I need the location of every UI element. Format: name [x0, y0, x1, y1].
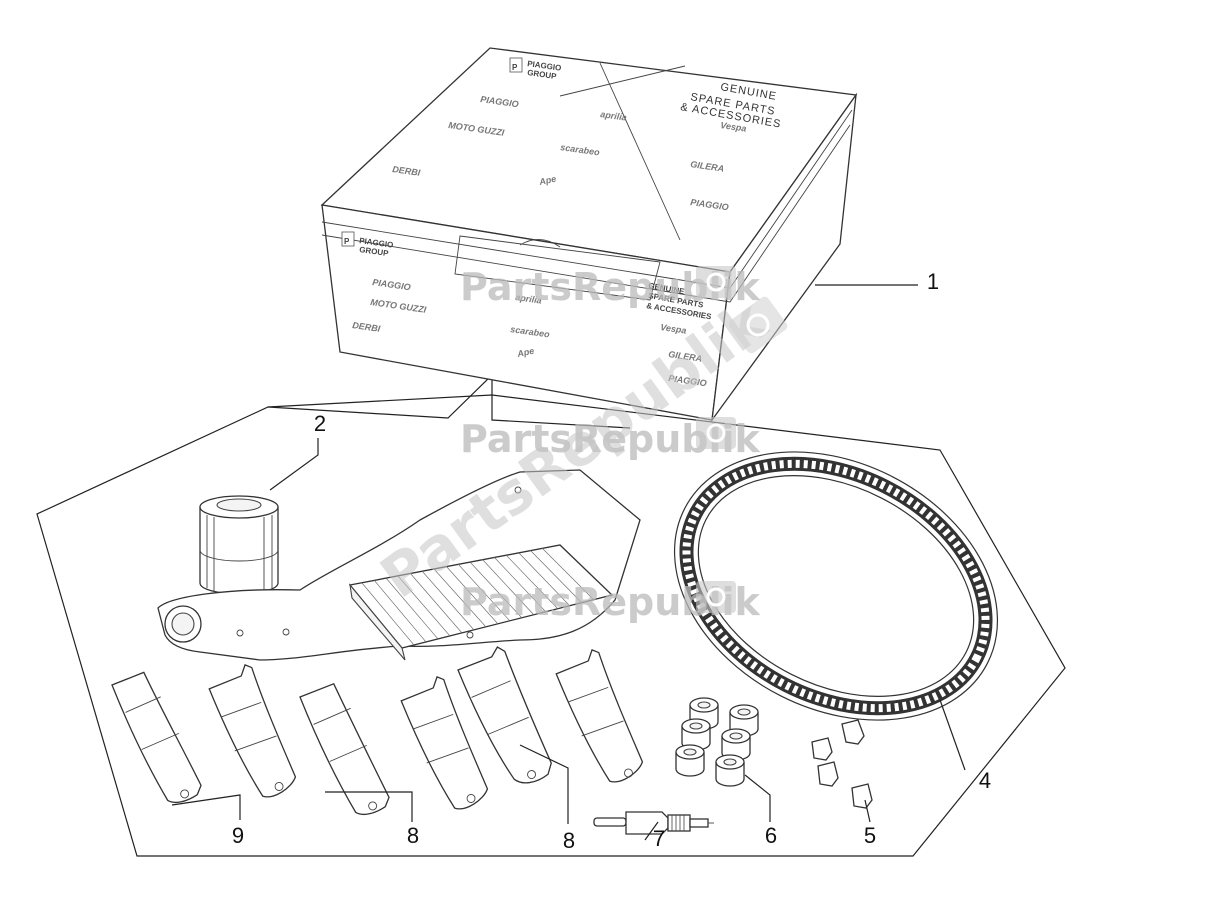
variator-rollers[interactable]: [675, 697, 759, 787]
box-front-brand-7: Vespa: [660, 322, 687, 336]
box-front-brand-4: aprilia: [515, 292, 543, 306]
box-front-brand-6: Ape: [515, 346, 535, 360]
callout-9[interactable]: 9: [232, 823, 244, 848]
brake-pad-pair-8a[interactable]: [299, 671, 490, 823]
roller: [675, 744, 705, 777]
drive-belt[interactable]: [629, 399, 1044, 773]
box-front-brand-8: GILERA: [668, 349, 703, 364]
callout-7[interactable]: 7: [653, 826, 665, 851]
watermark-gear-icon: [696, 581, 736, 613]
callout-1[interactable]: 1: [927, 269, 939, 294]
callout-8b[interactable]: 8: [563, 828, 575, 853]
callout-4[interactable]: 4: [979, 768, 991, 793]
callout-8a[interactable]: 8: [407, 823, 419, 848]
callout-5[interactable]: 5: [864, 823, 876, 848]
box-front-brand-3: DERBI: [352, 320, 382, 334]
box-brand-2: aprilia: [600, 109, 628, 123]
box-brand-6: DERBI: [392, 164, 422, 178]
leader-lines: [171, 284, 966, 841]
brake-pad-pair-9[interactable]: [111, 659, 298, 811]
oil-filter[interactable]: [199, 495, 279, 595]
box-top-logo-letter: P: [512, 63, 518, 72]
brake-pad-pair-8b[interactable]: [455, 641, 645, 793]
air-filter-pleats: [361, 547, 595, 646]
kit-outline: [36, 394, 1066, 857]
watermark-gear-icon: [728, 296, 788, 354]
spark-plug[interactable]: [593, 811, 714, 835]
variator-sliders[interactable]: [811, 719, 873, 809]
box-brand-5: Vespa: [720, 120, 747, 134]
box-top-logo-line2: GROUP: [527, 68, 558, 81]
box-brand-7: Ape: [537, 174, 557, 188]
roller: [681, 718, 711, 751]
box-front-logo-letter: P: [344, 237, 350, 246]
watermark-gear-icon: [696, 417, 736, 449]
callout-6[interactable]: 6: [765, 823, 777, 848]
box-brand-8: GILERA: [690, 159, 725, 174]
box-front-logo-line2: GROUP: [359, 245, 390, 258]
roller: [715, 754, 745, 787]
service-kit-box[interactable]: P PIAGGIO GROUP GENUINE SPARE PARTS & AC…: [320, 47, 858, 423]
callout-2[interactable]: 2: [314, 411, 326, 436]
air-filter[interactable]: [157, 469, 641, 661]
watermark-gear-icon: [696, 266, 736, 298]
